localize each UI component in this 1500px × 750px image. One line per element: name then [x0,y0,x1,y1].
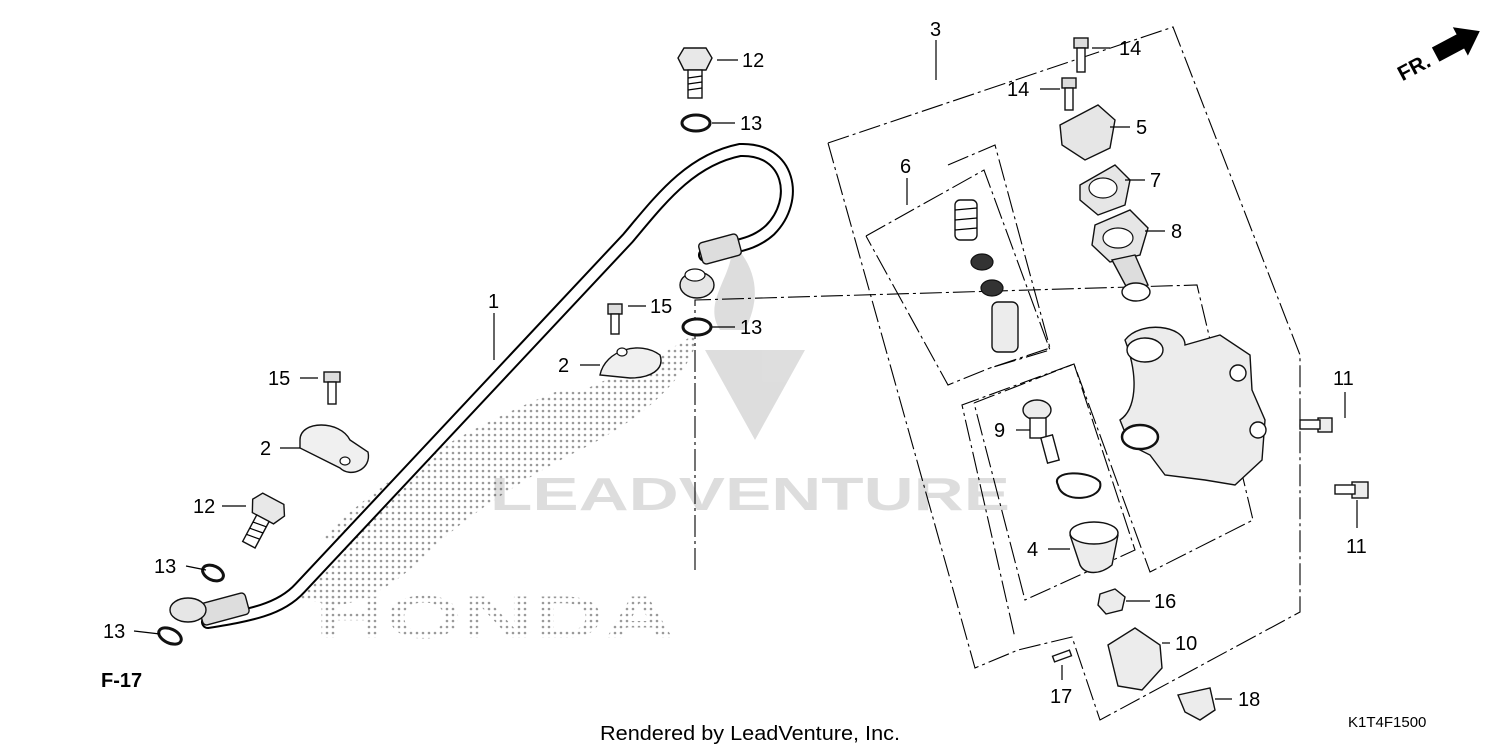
rendered-by-credit: Rendered by LeadVenture, Inc. [600,723,900,745]
callout-14-top: 14 [1119,38,1141,60]
callout-13-lower-a: 13 [154,556,176,578]
callout-5: 5 [1136,117,1147,139]
reservoir-cap-parts [1059,104,1151,302]
leadventure-watermark-text: LEADVENTURE [490,468,1010,520]
callout-9: 9 [994,420,1005,442]
callout-labels: 12 13 13 15 2 1 15 2 12 13 13 3 14 14 5 … [103,19,1367,711]
piston-parts [954,199,1019,353]
leader-lines [133,40,1358,700]
callout-15-right: 15 [650,296,672,318]
honda-wing-logo [300,330,700,605]
callout-12-upper: 12 [742,50,764,72]
master-cylinder-assembly-outline [827,26,1301,721]
pushrod-set-outline [973,363,1136,601]
banjo-bolt-lower [241,492,286,549]
callout-10: 10 [1175,633,1197,655]
callout-11-lower: 11 [1346,536,1367,558]
diagram-code: K1T4F1500 [1348,714,1426,731]
callout-4: 4 [1027,539,1038,561]
callout-15-left: 15 [268,368,290,390]
callout-7: 7 [1150,170,1161,192]
honda-watermark-text: HONDA [315,584,675,651]
callout-8: 8 [1171,221,1182,243]
callout-3: 3 [930,19,941,41]
banjo-bolt-upper [677,47,713,99]
pushrod-parts [1022,399,1119,574]
callout-6: 6 [900,156,911,178]
piston-set-outline [865,169,1051,386]
callout-18: 18 [1238,689,1260,711]
hose-clamps [299,347,662,473]
callout-13-lower-b: 13 [103,621,125,643]
brake-hose [169,142,794,629]
leadventure-flame-icon [714,240,755,330]
callout-16: 16 [1154,591,1176,613]
assembly-outlines [694,26,1301,721]
master-cylinder-body [1119,326,1267,486]
callout-12-lower: 12 [193,496,215,518]
callout-2-left: 2 [260,438,271,460]
callout-13-middle: 13 [740,317,762,339]
callout-11-upper: 11 [1333,368,1354,390]
front-arrow-icon [1431,27,1480,62]
callout-17: 17 [1050,686,1072,708]
callout-2-right: 2 [558,355,569,377]
callout-14-second: 14 [1007,79,1029,101]
leadventure-logo-icon [705,350,805,440]
master-cylinder-body-outline [694,284,1254,639]
front-label: FR. [1394,50,1435,86]
callout-13-upper: 13 [740,113,762,135]
front-direction-indicator: FR. [1394,27,1480,86]
sealing-washers [157,113,713,646]
callout-1: 1 [488,291,499,313]
leadventure-watermark: LEADVENTURE [490,240,1010,520]
honda-watermark: HONDA [300,330,700,651]
figure-reference-link[interactable]: F-17 [101,670,142,692]
screws [323,37,1089,663]
bracket-parts [1097,417,1369,721]
